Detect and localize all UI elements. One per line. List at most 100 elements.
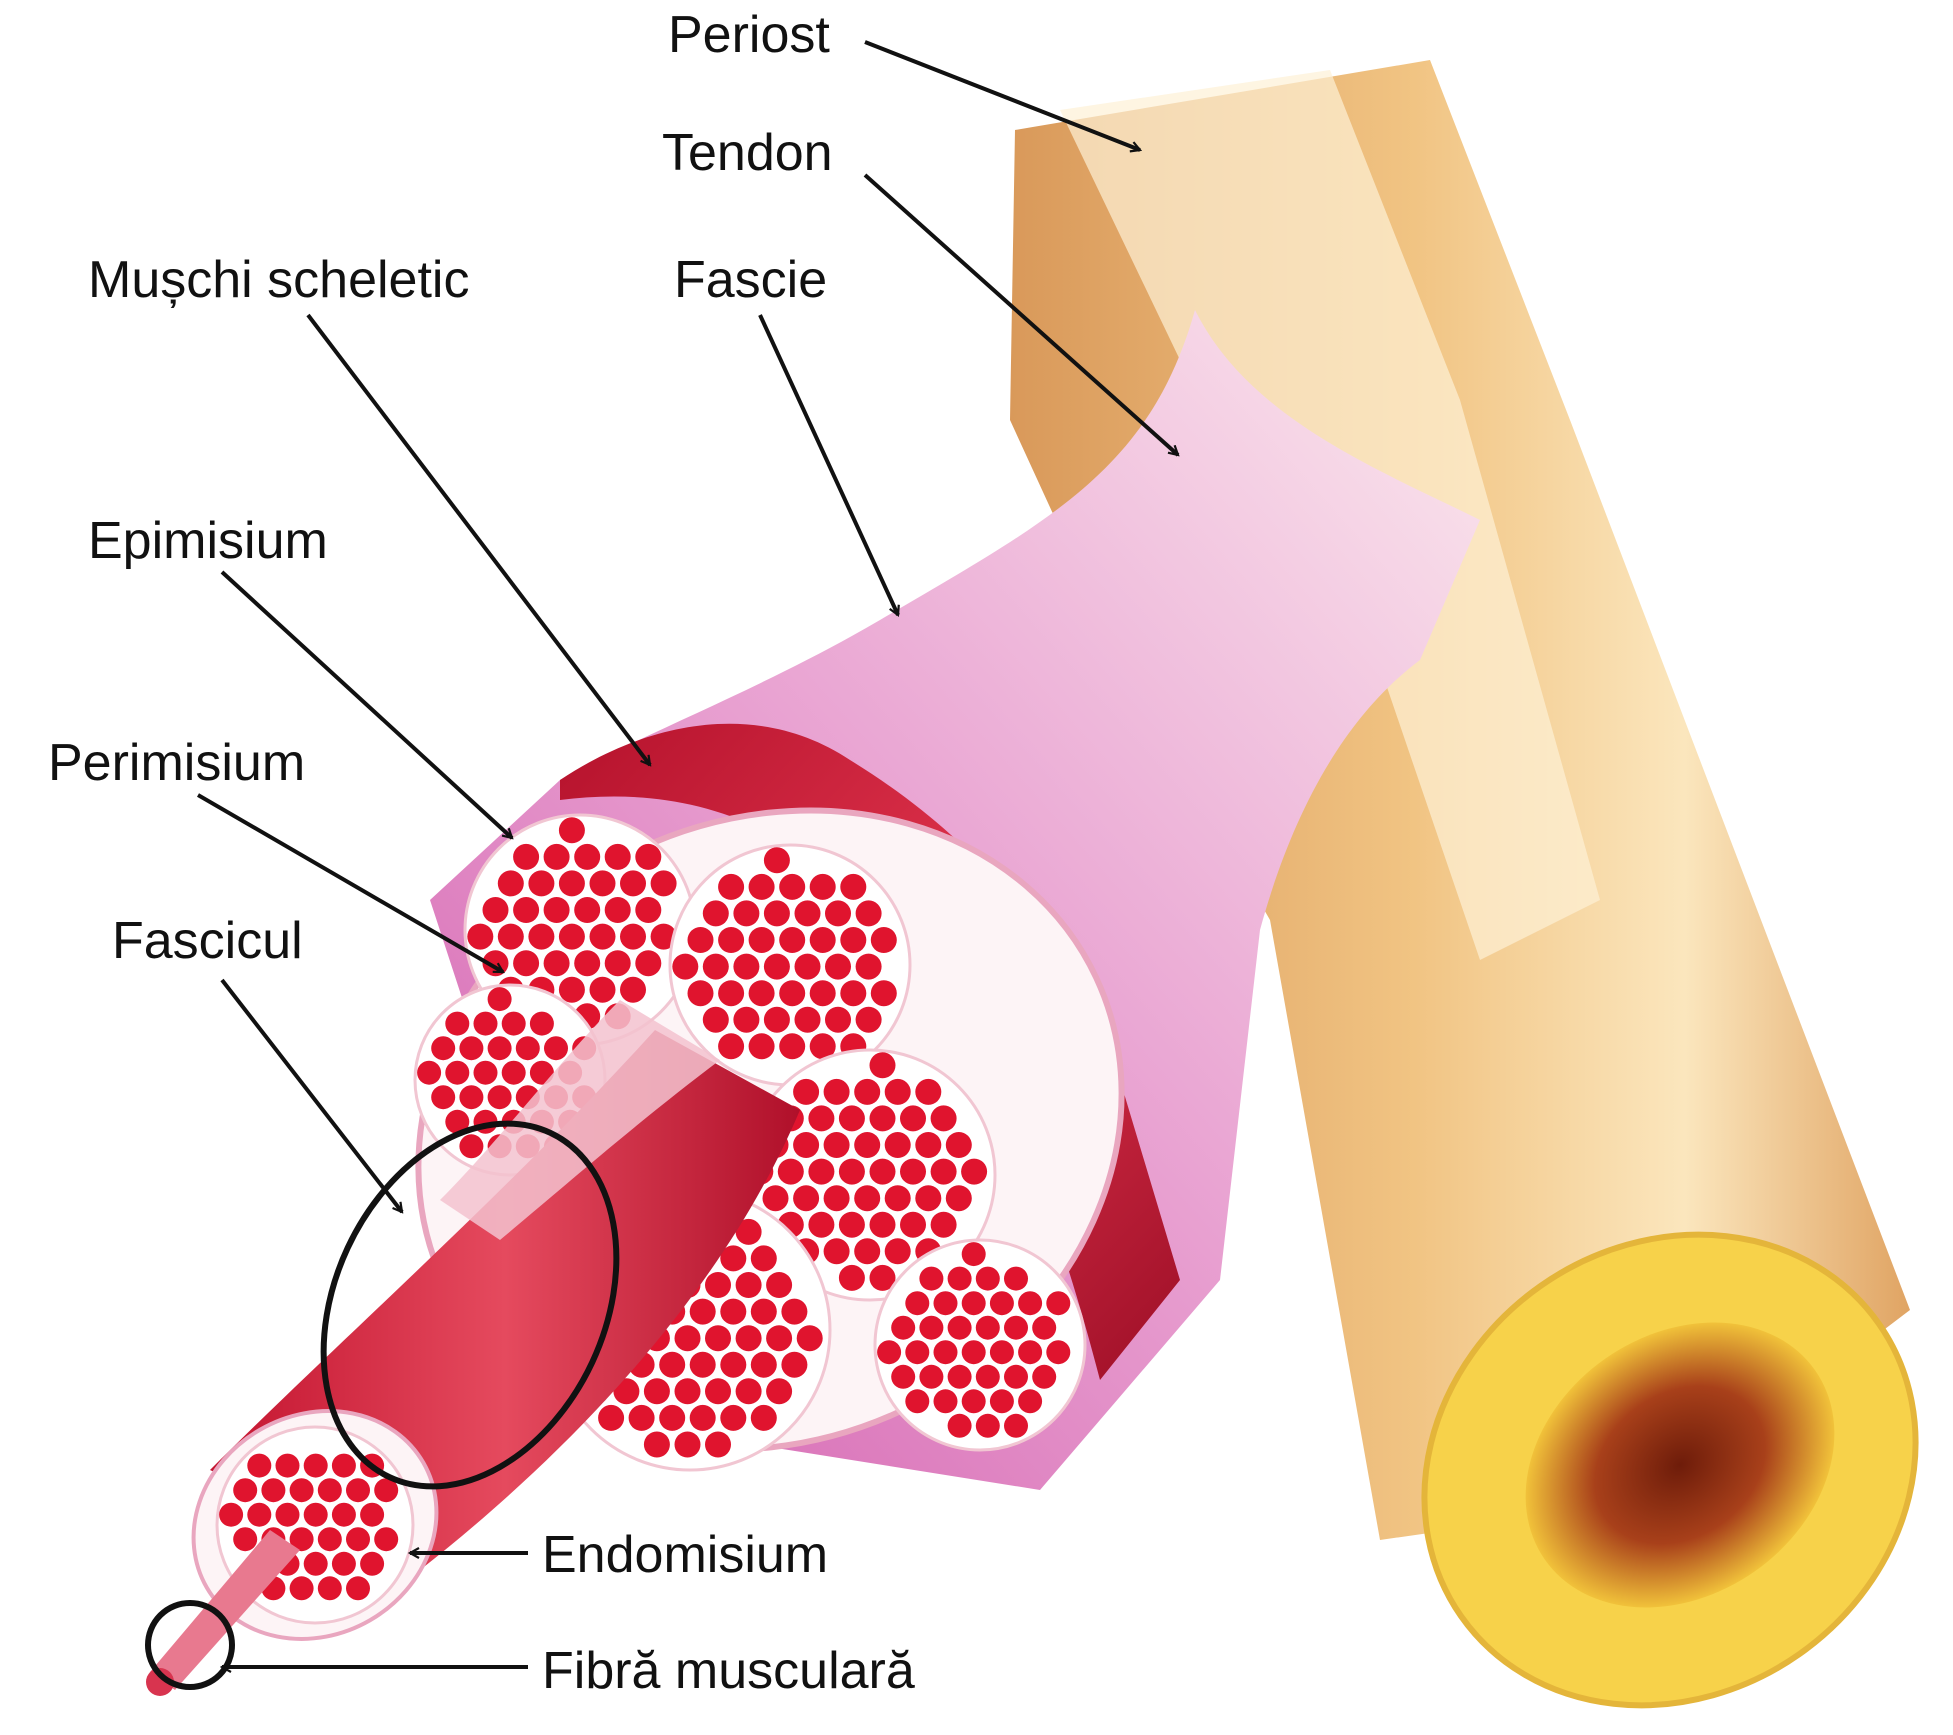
inner-fascicle-strand xyxy=(440,1000,720,1240)
bone-marrow xyxy=(1525,1322,1835,1608)
muscle-fiber-cell xyxy=(1004,1364,1028,1389)
muscle-fiber-cell xyxy=(869,1264,896,1291)
muscle-fiber-cell xyxy=(720,1351,747,1378)
muscle-fiber-cell xyxy=(733,953,760,980)
muscle-fiber-end xyxy=(146,1668,174,1696)
label-perimisium: Perimisium xyxy=(48,734,305,792)
muscle-fiber-cell xyxy=(1018,1340,1043,1365)
muscle-fiber-cell xyxy=(750,1351,777,1378)
muscle-fiber-cell xyxy=(750,1245,777,1272)
muscle-fiber-cell xyxy=(705,1378,731,1405)
muscle-fiber-cell xyxy=(947,1413,972,1438)
muscle-fiber-cell xyxy=(445,1011,470,1036)
muscle-fiber-cell xyxy=(975,1364,1000,1389)
muscle-fiber-cell xyxy=(891,1364,916,1389)
muscle-fiber-cell xyxy=(374,1527,399,1552)
muscle-fiber-cell xyxy=(674,1378,701,1405)
muscle-fiber-cell xyxy=(840,927,867,953)
muscle-fiber-cell xyxy=(289,1576,314,1601)
muscle-fiber-cell xyxy=(777,1158,804,1185)
muscle-fiber-cell xyxy=(735,1272,762,1298)
label-epimisium: Epimisium xyxy=(88,512,328,570)
muscle-fiber-cell xyxy=(467,923,494,950)
muscle-fiber-cell xyxy=(870,927,897,953)
muscle-fiber-cell xyxy=(808,1158,835,1185)
muscle-fiber-cell xyxy=(574,950,601,977)
muscle-fiber-cell xyxy=(809,980,836,1007)
muscle-fiber-strand xyxy=(150,1530,300,1690)
muscle-fiber-cell xyxy=(705,1431,731,1458)
muscle-fiber-cell xyxy=(763,900,790,927)
muscle-fiber-cell xyxy=(891,1315,916,1340)
muscle-fiber-cell xyxy=(528,923,555,950)
muscle-fiber-cell xyxy=(915,1132,942,1158)
muscle-fiber-cell xyxy=(718,873,745,900)
label-muschi-scheletic: Mușchi scheletic xyxy=(88,251,469,309)
label-fibra-musculara: Fibră musculară xyxy=(542,1642,915,1700)
labels: Periost Tendon Mușchi scheletic Fascie E… xyxy=(48,6,915,1700)
muscle-fiber-cell xyxy=(558,817,585,844)
muscle-fiber-cell xyxy=(825,1006,851,1033)
muscle-fiber-cell xyxy=(233,1478,258,1503)
muscle-fiber-cell xyxy=(515,1036,540,1061)
muscle-fiber-cell xyxy=(854,1078,881,1105)
muscle-fiber-cell xyxy=(574,843,601,870)
muscle-fiber-cell xyxy=(360,1551,385,1576)
muscle-fiber-cell xyxy=(604,843,631,870)
muscle-fiber-cell xyxy=(346,1527,370,1552)
muscle-fiber-cell xyxy=(317,1527,342,1552)
muscle-fiber-cell xyxy=(779,927,806,953)
muscle-fiber-cell xyxy=(544,1036,568,1061)
muscle-fiber-cell xyxy=(303,1551,328,1576)
muscle-fiber-cell xyxy=(720,1298,747,1325)
muscle-fiber-cell xyxy=(919,1315,944,1340)
muscle-fiber-cell xyxy=(947,1266,972,1291)
muscle-fiber-cell xyxy=(793,1132,820,1158)
muscle-fiber-cell xyxy=(781,1351,808,1378)
muscle-fiber-cell xyxy=(793,1185,820,1212)
muscle-fiber-cell xyxy=(961,1291,986,1316)
muscle-fiber-cell xyxy=(748,980,775,1007)
muscle-fiber-cell xyxy=(855,1006,882,1033)
muscle-fiber-cell xyxy=(275,1502,300,1527)
muscle-fiber-cell xyxy=(497,870,524,897)
fibra-outline-circle xyxy=(145,1600,235,1690)
muscle-fiber-cell xyxy=(809,1033,836,1060)
muscle-fiber-cell xyxy=(643,1378,670,1405)
muscle-fiber-cell xyxy=(915,1185,942,1212)
muscle-fiber-cell xyxy=(431,1085,456,1110)
muscle-fiber-cell xyxy=(915,1078,942,1105)
muscle-fiber-cell xyxy=(702,900,729,927)
muscle-fiber-cell xyxy=(905,1389,930,1414)
muscle-fiber-cell xyxy=(930,1105,957,1132)
muscle-fiber-cell xyxy=(869,1158,896,1185)
epimisium-pointer xyxy=(220,570,512,838)
muscle-fiber-cell xyxy=(975,1266,1000,1291)
muscle-fiber-cell xyxy=(705,1272,731,1298)
muscle-fiber-cell xyxy=(674,1431,701,1458)
label-endomisium: Endomisium xyxy=(542,1526,828,1584)
muscle-fiber-cell xyxy=(930,1158,957,1185)
muscle-fiber-cell xyxy=(705,1325,731,1352)
muscle-fiber-cell xyxy=(733,900,760,927)
muscle-fiber-cell xyxy=(689,1298,716,1325)
muscle-fiber-cell xyxy=(919,1364,944,1389)
muscle-fiber-cell xyxy=(501,1060,526,1085)
muscle-fiber-cell xyxy=(1004,1266,1028,1291)
muscle-fiber-cell xyxy=(869,1052,896,1079)
muscle-fiber-cell xyxy=(779,980,806,1007)
muscle-fiber-cell xyxy=(445,1109,470,1134)
muscle-fiber-cell xyxy=(331,1551,356,1576)
muscle-fiber-cell xyxy=(1004,1315,1028,1340)
muscle-fiber-cell xyxy=(750,1298,777,1325)
muscle-fiber-cell xyxy=(1032,1315,1057,1340)
muscle-fiber-cell xyxy=(766,1272,793,1298)
muscle-fiber-cell xyxy=(779,873,806,900)
fascie-pointer xyxy=(758,314,898,615)
fascicul-pointer xyxy=(220,978,404,1212)
muscle-fiber-cell xyxy=(445,1060,470,1085)
muscle-fiber-cell xyxy=(945,1185,972,1212)
muscle-fiber-cell xyxy=(487,1036,512,1061)
muscle-fiber-cell xyxy=(702,1006,729,1033)
